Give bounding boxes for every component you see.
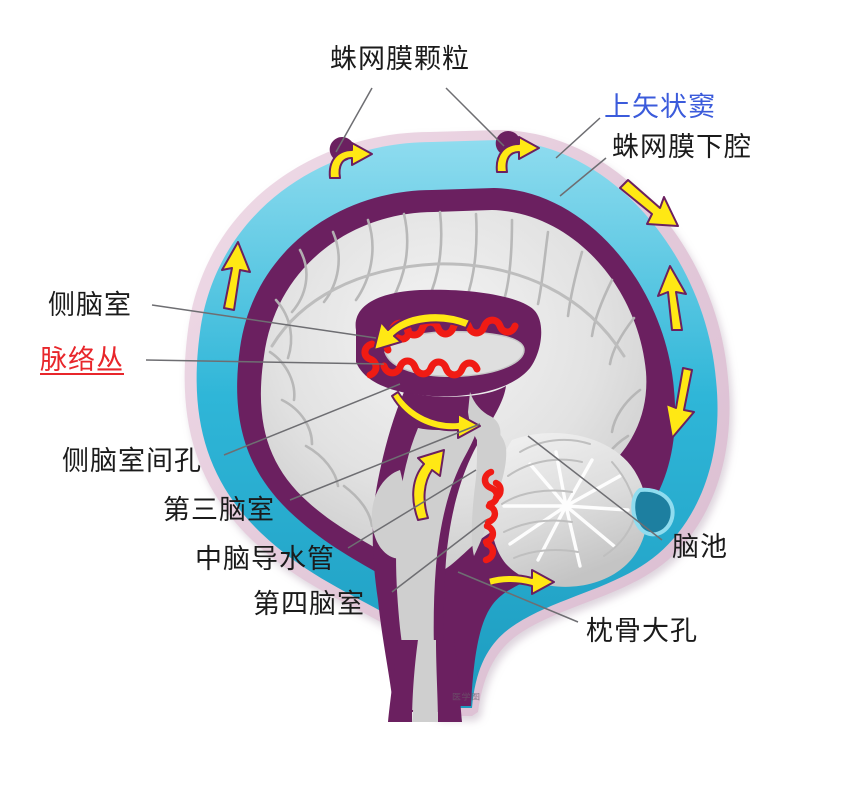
arrow-left-ascending bbox=[221, 241, 251, 311]
label-arachnoid-granulations: 蛛网膜颗粒 bbox=[330, 44, 470, 75]
arrow-right-ascending bbox=[657, 265, 687, 331]
label-cistern: 脑池 bbox=[672, 532, 728, 563]
label-lateral-ventricle: 侧脑室 bbox=[48, 290, 132, 321]
label-subarachnoid-space: 蛛网膜下腔 bbox=[612, 132, 752, 163]
arrow-fourth-outlet bbox=[487, 569, 555, 595]
arrow-third-ventricle bbox=[391, 391, 481, 439]
arrow-right-lower-descending bbox=[665, 367, 695, 439]
label-cerebral-aqueduct: 中脑导水管 bbox=[195, 544, 335, 575]
label-choroid-plexus: 脉络丛 bbox=[40, 345, 124, 376]
cerebellum bbox=[490, 432, 648, 587]
cisterna-magna bbox=[631, 487, 675, 537]
arrow-aqueduct bbox=[412, 449, 445, 521]
label-interventricular-foramen: 侧脑室间孔 bbox=[62, 446, 202, 477]
label-foramen-magnum: 枕骨大孔 bbox=[586, 616, 698, 647]
arrow-granulation-left bbox=[328, 142, 373, 179]
spinal-cord bbox=[388, 640, 462, 722]
label-fourth-ventricle: 第四脑室 bbox=[253, 589, 365, 620]
arrow-granulation-right bbox=[495, 136, 540, 173]
watermark: 医学图 bbox=[452, 693, 481, 703]
label-third-ventricle: 第三脑室 bbox=[163, 495, 275, 526]
arrow-lateral-ventricle bbox=[373, 312, 471, 351]
arrow-right-upper-descending bbox=[619, 179, 679, 227]
label-superior-sagittal-sinus: 上矢状窦 bbox=[604, 92, 716, 123]
leader-lines bbox=[145, 87, 663, 623]
choroid-plexus-fourth bbox=[481, 468, 504, 564]
